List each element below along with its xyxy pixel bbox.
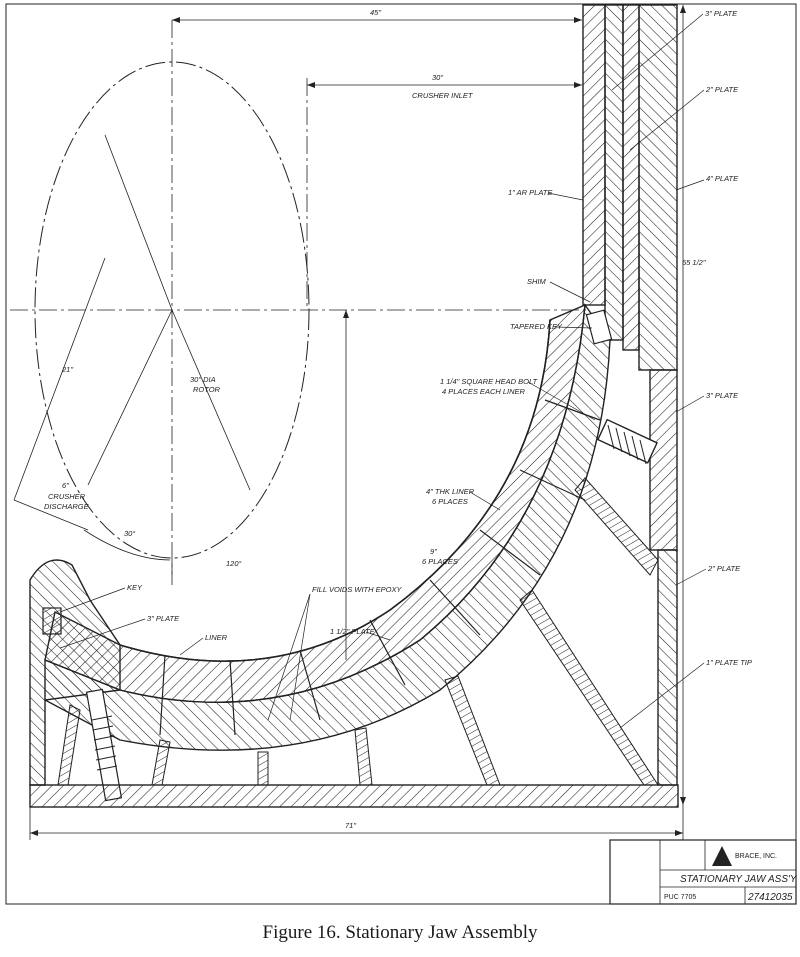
inner-curve — [119, 319, 551, 662]
callout-key: KEY — [127, 583, 143, 592]
discharge-dim-line — [13, 257, 106, 501]
bottom-dimension: 71" — [29, 805, 684, 840]
rotor-radius-line-2 — [171, 309, 251, 491]
discharge-label-1: CRUSHER — [48, 492, 86, 501]
drawing-number: 27412035 — [747, 892, 793, 903]
discharge-dim-label: 6" — [62, 481, 69, 490]
plate-4 — [638, 4, 678, 371]
rib-1 — [574, 477, 659, 576]
plate-3-right — [649, 369, 678, 551]
discharge-dim-line-2 — [13, 499, 89, 531]
crusher-inlet-dim: 30" — [432, 73, 443, 82]
callout-plate-2-right: 2" PLATE — [707, 564, 741, 573]
rib-5 — [257, 751, 269, 786]
callout-plate-tip: 1" PLATE TIP — [706, 658, 752, 667]
plate-3-top — [622, 4, 640, 351]
square-head-bolt — [596, 418, 658, 464]
plate-2-right — [657, 549, 678, 786]
callout-plate-1-5: 1 1/2" PLATE — [330, 627, 376, 636]
callout-plate-2-top: 2" PLATE — [705, 85, 739, 94]
rib-3 — [444, 675, 501, 786]
callout-shim: SHIM — [527, 277, 547, 286]
figure-caption: Figure 16. Stationary Jaw Assembly — [262, 922, 538, 943]
crusher-inlet-label: CRUSHER INLET — [412, 91, 474, 100]
callout-plate-3-left: 3" PLATE — [147, 614, 180, 623]
company-name: BRACE, INC. — [735, 853, 777, 860]
callout-epoxy: FILL VOIDS WITH EPOXY — [312, 585, 402, 594]
outer-liner-band — [44, 303, 586, 703]
curved-jaw — [29, 303, 659, 802]
callout-liner: LINER — [205, 633, 228, 642]
rib-4 — [354, 727, 373, 786]
sheet-border — [5, 3, 797, 905]
dim-45-label: 45" — [370, 8, 381, 17]
rotor-radius-line-3 — [87, 309, 173, 486]
title-block: BRACE, INC. STATIONARY JAW ASS'Y PUC 770… — [609, 839, 798, 905]
ar-plate — [582, 4, 606, 306]
callout-bolt-2: 4 PLACES EACH LINER — [442, 387, 526, 396]
drawing-title: STATIONARY JAW ASS'Y — [680, 874, 798, 885]
callout-liner-4-2: 6 PLACES — [432, 497, 468, 506]
callout-bolt-1: 1 1/4" SQUARE HEAD BOLT — [440, 377, 539, 386]
callout-plate-3-top: 3" PLATE — [705, 9, 738, 18]
rotor-label-1: 30" DIA — [190, 375, 216, 384]
callout-ar-plate: 1" AR PLATE — [508, 188, 553, 197]
rotor-radius-line — [104, 134, 173, 311]
rotor-label-2: ROTOR — [193, 385, 221, 394]
angle-30-label: 30° — [124, 529, 135, 538]
callout-plate-3-right: 3" PLATE — [706, 391, 739, 400]
callouts: 3" PLATE 2" PLATE 4" PLATE 1" AR PLATE S… — [59, 9, 752, 729]
discharge-label-2: DISCHARGE — [44, 502, 90, 511]
rib-6 — [151, 739, 171, 786]
base-plate — [29, 784, 679, 808]
bolt-threads — [607, 424, 647, 465]
callout-plate-4: 4" PLATE — [706, 174, 739, 183]
callout-rib-9-2: 6 PLACES — [422, 557, 458, 566]
key-block — [42, 607, 62, 635]
left-code: PUC 7705 — [664, 894, 696, 901]
plate-2-top — [604, 4, 624, 341]
callout-tapered-key: TAPERED KEY — [510, 322, 563, 331]
vertical-plate-stack: 55 1/2" — [582, 4, 706, 805]
top-dimensions: 45" 30" CRUSHER INLET — [172, 8, 582, 660]
rib-7 — [57, 704, 81, 786]
dim-71-label: 71" — [345, 821, 356, 830]
angle-arc — [83, 529, 171, 561]
dim-55-label: 55 1/2" — [682, 258, 706, 267]
callout-rib-9-1: 9" — [430, 547, 437, 556]
rotor: 30" DIA ROTOR 21" 6" CRUSHER DISCHARGE 3… — [10, 20, 590, 585]
tapered-key-shape — [585, 309, 613, 345]
rotor-radius-label: 21" — [61, 365, 73, 374]
callout-liner-4-1: 4" THK LINER — [426, 487, 475, 496]
angle-120-label: 120° — [226, 559, 242, 568]
company-logo — [712, 846, 732, 866]
left-bolt-threads — [91, 715, 118, 771]
rib-2 — [519, 589, 659, 786]
